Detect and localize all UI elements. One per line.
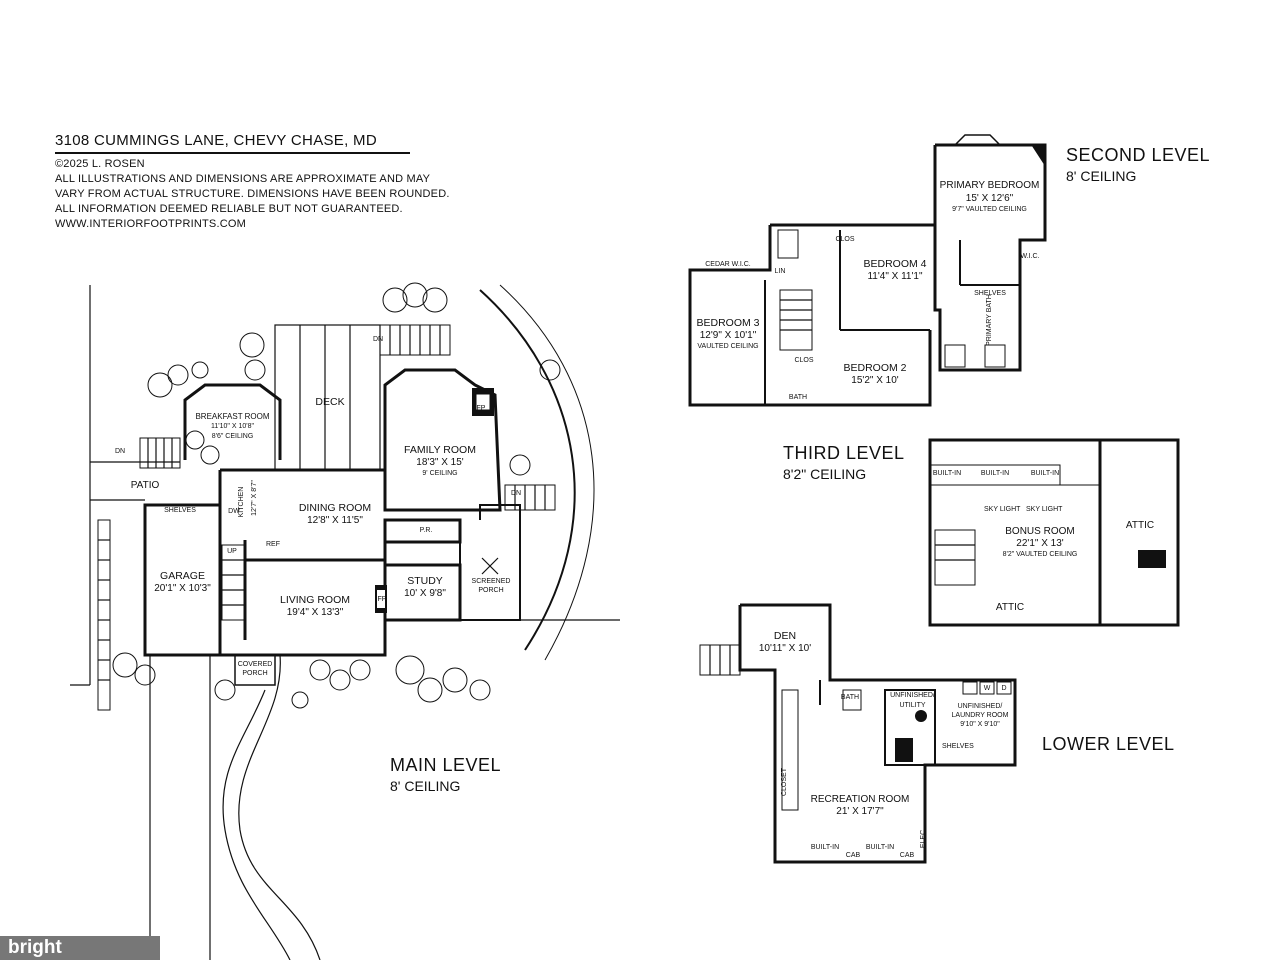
- kitchen-dims: 12'7" X 8'7": [251, 480, 258, 516]
- bedroom-3-dims: 12'9" X 10'1": [699, 330, 757, 341]
- skylight-label: SKY LIGHT: [984, 506, 1021, 513]
- dining-room-label: DINING ROOM: [298, 502, 372, 514]
- primary-bedroom-label: PRIMARY BEDROOM: [939, 180, 1040, 191]
- closet-label: CLOS: [835, 236, 855, 243]
- stairs-down-label: DN: [510, 490, 522, 497]
- built-in-label: BUILT-IN: [980, 470, 1010, 477]
- utility-label: UNFINISHED/: [890, 692, 935, 699]
- wic-label: W.I.C.: [1020, 253, 1040, 260]
- laundry-dims: 9'10" X 9'10": [960, 721, 1000, 728]
- study-dims: 10' X 9'8": [404, 588, 446, 599]
- lower-level-title: LOWER LEVEL: [1042, 734, 1175, 754]
- third-level-ceiling: 8'2" CEILING: [783, 466, 867, 482]
- laundry-label: UNFINISHED/: [957, 703, 1003, 710]
- washer-label: W: [983, 685, 991, 692]
- built-in-label: BUILT-IN: [932, 470, 962, 477]
- powder-room-label: P.R.: [419, 527, 433, 534]
- website: WWW.INTERIORFOOTPRINTS.COM: [55, 218, 246, 230]
- dryer-label: D: [1001, 685, 1007, 692]
- cabinet-label: CAB: [845, 852, 861, 859]
- closet-label: CLOSET: [781, 768, 788, 797]
- deck-label: DECK: [315, 396, 345, 408]
- recreation-room-dims: 21' X 17'7": [836, 806, 884, 817]
- recreation-room-label: RECREATION ROOM: [810, 794, 910, 805]
- den-label: DEN: [773, 630, 797, 642]
- primary-bedroom-dims: 15' X 12'6": [965, 193, 1014, 204]
- primary-bedroom-ceiling: 9'7" VAULTED CEILING: [952, 206, 1027, 213]
- stairs-up-label: UP: [227, 548, 237, 555]
- cedar-wic-label: CEDAR W.I.C.: [705, 261, 751, 268]
- family-room-dims: 18'3" X 15': [416, 457, 464, 468]
- plan-header: 3108 CUMMINGS LANE, CHEVY CHASE, MD ©202…: [55, 132, 450, 232]
- living-room-dims: 19'4" X 13'3": [286, 607, 344, 618]
- attic-label: ATTIC: [1125, 520, 1155, 531]
- living-room-label: LIVING ROOM: [279, 594, 350, 606]
- covered-porch-label: COVERED: [237, 661, 273, 668]
- screened-porch-label-2: PORCH: [478, 587, 504, 594]
- breakfast-room-ceiling: 8'6" CEILING: [211, 433, 254, 440]
- garage-shelves-label: SHELVES: [164, 507, 196, 514]
- bonus-room-label: BONUS ROOM: [1005, 526, 1075, 537]
- shelves-label: SHELVES: [942, 743, 974, 750]
- bedroom-2-label: BEDROOM 2: [843, 362, 907, 374]
- utility-label-2: UTILITY: [899, 702, 926, 709]
- family-room-label: FAMILY ROOM: [404, 444, 476, 456]
- second-level-title: SECOND LEVEL: [1066, 145, 1211, 165]
- fireplace-label: FP: [377, 596, 387, 603]
- kitchen-label: KITCHEN: [238, 486, 245, 518]
- cabinet-label: CAB: [899, 852, 915, 859]
- bedroom-4-label: BEDROOM 4: [863, 258, 927, 270]
- skylight-label: SKY LIGHT: [1026, 506, 1063, 513]
- patio-label: PATIO: [130, 480, 160, 491]
- lower-bath-label: BATH: [840, 694, 860, 701]
- bedroom-3-ceiling: VAULTED CEILING: [697, 343, 759, 350]
- dishwasher-label: DW: [228, 508, 240, 515]
- screened-porch-label: SCREENED: [471, 578, 511, 585]
- bonus-room-ceiling: 8'2" VAULTED CEILING: [1002, 551, 1078, 558]
- shelves-label: SHELVES: [974, 290, 1006, 297]
- bright-watermark-logo: bright: [0, 936, 160, 960]
- breakfast-room-dims: 11'10" X 10'8": [211, 423, 254, 430]
- second-level-ceiling: 8' CEILING: [1066, 168, 1137, 184]
- disclaimer-line: ALL ILLUSTRATIONS AND DIMENSIONS ARE APP…: [55, 173, 431, 185]
- family-room-ceiling: 9' CEILING: [422, 470, 458, 477]
- built-in-label: BUILT-IN: [810, 844, 840, 851]
- disclaimer-line: VARY FROM ACTUAL STRUCTURE. DIMENSIONS H…: [55, 188, 450, 200]
- bedroom-4-dims: 11'4" X 11'1": [867, 271, 923, 282]
- third-level-title: THIRD LEVEL: [783, 443, 905, 463]
- closet-label: CLOS: [794, 357, 814, 364]
- bedroom-2-dims: 15'2" X 10': [851, 375, 899, 386]
- study-label: STUDY: [407, 575, 443, 587]
- ref-label: REF: [266, 541, 280, 548]
- fireplace-label: FP: [476, 405, 486, 412]
- covered-porch-label-2: PORCH: [242, 670, 268, 677]
- dining-room-dims: 12'8" X 11'5": [307, 515, 363, 526]
- stairs-down-label: DN: [372, 336, 384, 343]
- disclaimer-line: ALL INFORMATION DEEMED RELIABLE BUT NOT …: [55, 203, 403, 215]
- bedroom-3-label: BEDROOM 3: [696, 317, 760, 329]
- main-level-title: MAIN LEVEL: [390, 755, 502, 775]
- built-in-label: BUILT-IN: [1030, 470, 1060, 477]
- copyright: ©2025 L. ROSEN: [55, 158, 145, 170]
- breakfast-room-label: BREAKFAST ROOM: [195, 412, 270, 421]
- laundry-label-2: LAUNDRY ROOM: [951, 712, 1009, 719]
- den-dims: 10'11" X 10': [758, 643, 812, 654]
- linen-label: LIN: [774, 268, 786, 275]
- electric-panel-label: ELEC: [920, 829, 927, 849]
- stairs-down-label: DN: [114, 448, 126, 455]
- garage-dims: 20'1" X 10'3": [154, 583, 211, 594]
- garage-label: GARAGE: [160, 570, 205, 582]
- attic-label: ATTIC: [995, 602, 1025, 613]
- main-level-ceiling: 8' CEILING: [390, 778, 461, 794]
- built-in-label: BUILT-IN: [865, 844, 895, 851]
- bonus-room-dims: 22'1" X 13': [1016, 538, 1064, 549]
- property-address: 3108 CUMMINGS LANE, CHEVY CHASE, MD: [55, 132, 410, 154]
- bath-label: BATH: [788, 394, 808, 401]
